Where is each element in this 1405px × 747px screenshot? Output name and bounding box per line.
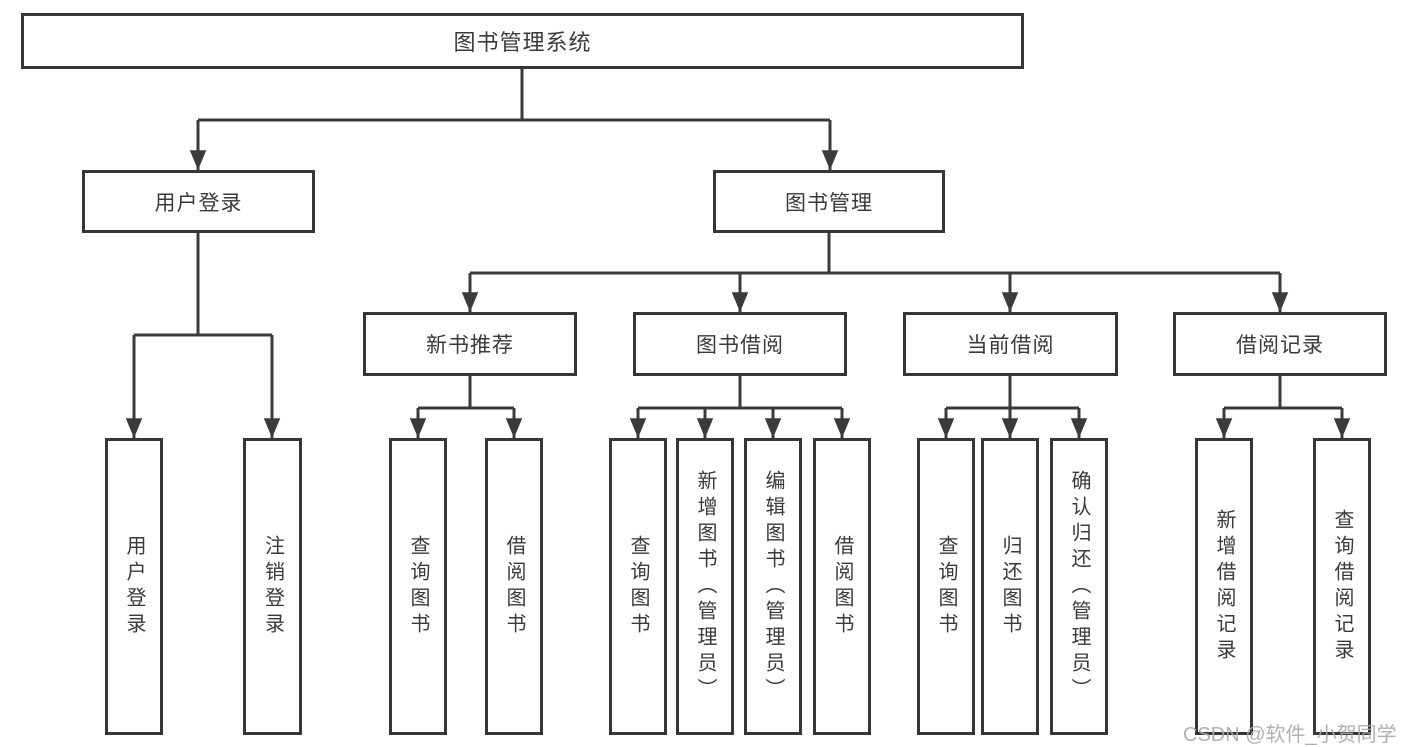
leaf-newbook-query-books: 查询图书 [389, 438, 447, 735]
node-book-borrow: 图书借阅 [633, 312, 847, 376]
leaf-newbook-borrow-books: 借阅图书 [485, 438, 543, 735]
wires-user-login-children [125, 233, 281, 439]
node-root-system: 图书管理系统 [21, 13, 1024, 69]
leaf-records-query-record-label: 查询借阅记录 [1331, 508, 1353, 665]
leaf-newbook-borrow-books-label: 借阅图书 [503, 534, 525, 639]
leaf-records-add-record-label: 新增借阅记录 [1213, 508, 1235, 665]
leaf-borrow-query-books: 查询图书 [609, 438, 667, 735]
leaf-borrow-borrow-books: 借阅图书 [813, 438, 871, 735]
leaf-current-query-books: 查询图书 [917, 438, 975, 735]
wires-borrow-children [629, 376, 851, 439]
leaf-user-login-label: 用户登录 [123, 534, 145, 639]
leaf-logout: 注销登录 [243, 438, 302, 735]
leaf-records-add-record: 新增借阅记录 [1195, 438, 1253, 735]
leaf-user-login: 用户登录 [105, 438, 163, 735]
leaf-current-query-books-label: 查询图书 [935, 534, 957, 639]
wires-records-children [1215, 376, 1351, 439]
node-new-book-recommend: 新书推荐 [363, 312, 577, 376]
node-user-login: 用户登录 [82, 170, 315, 233]
leaf-current-confirm-return-admin-label: 确认归还（管理员） [1068, 469, 1090, 704]
leaf-borrow-edit-books-admin-label: 编辑图书（管理员） [762, 469, 784, 704]
leaf-logout-label: 注销登录 [261, 534, 284, 639]
leaf-borrow-add-books-admin-label: 新增图书（管理员） [694, 469, 716, 704]
wires-new-book-children [409, 376, 523, 439]
node-current-borrow-label: 当前借阅 [966, 334, 1055, 357]
node-new-book-recommend-label: 新书推荐 [426, 334, 514, 357]
leaf-current-confirm-return-admin: 确认归还（管理员） [1050, 438, 1108, 735]
leaf-current-return-books: 归还图书 [981, 438, 1039, 735]
node-user-login-label: 用户登录 [154, 191, 243, 215]
leaf-borrow-query-books-label: 查询图书 [627, 534, 649, 639]
node-root-label: 图书管理系统 [453, 30, 592, 55]
wires-book-mgmt-to-level3 [461, 233, 1289, 313]
leaf-borrow-borrow-books-label: 借阅图书 [831, 534, 853, 639]
wires-root-to-level2 [189, 69, 839, 170]
leaf-newbook-query-books-label: 查询图书 [407, 534, 429, 639]
leaf-current-return-books-label: 归还图书 [999, 534, 1021, 639]
leaf-records-query-record: 查询借阅记录 [1313, 438, 1371, 735]
leaf-borrow-add-books-admin: 新增图书（管理员） [676, 438, 734, 735]
wires-current-children [937, 376, 1088, 439]
node-borrow-records: 借阅记录 [1173, 312, 1387, 376]
node-book-borrow-label: 图书借阅 [696, 334, 784, 357]
node-current-borrow: 当前借阅 [903, 312, 1118, 376]
node-borrow-records-label: 借阅记录 [1236, 334, 1324, 357]
node-book-management-label: 图书管理 [785, 191, 873, 215]
leaf-borrow-edit-books-admin: 编辑图书（管理员） [744, 438, 802, 735]
csdn-watermark: CSDN @软件_小贺同学 [1183, 724, 1397, 746]
node-book-management: 图书管理 [713, 170, 945, 233]
